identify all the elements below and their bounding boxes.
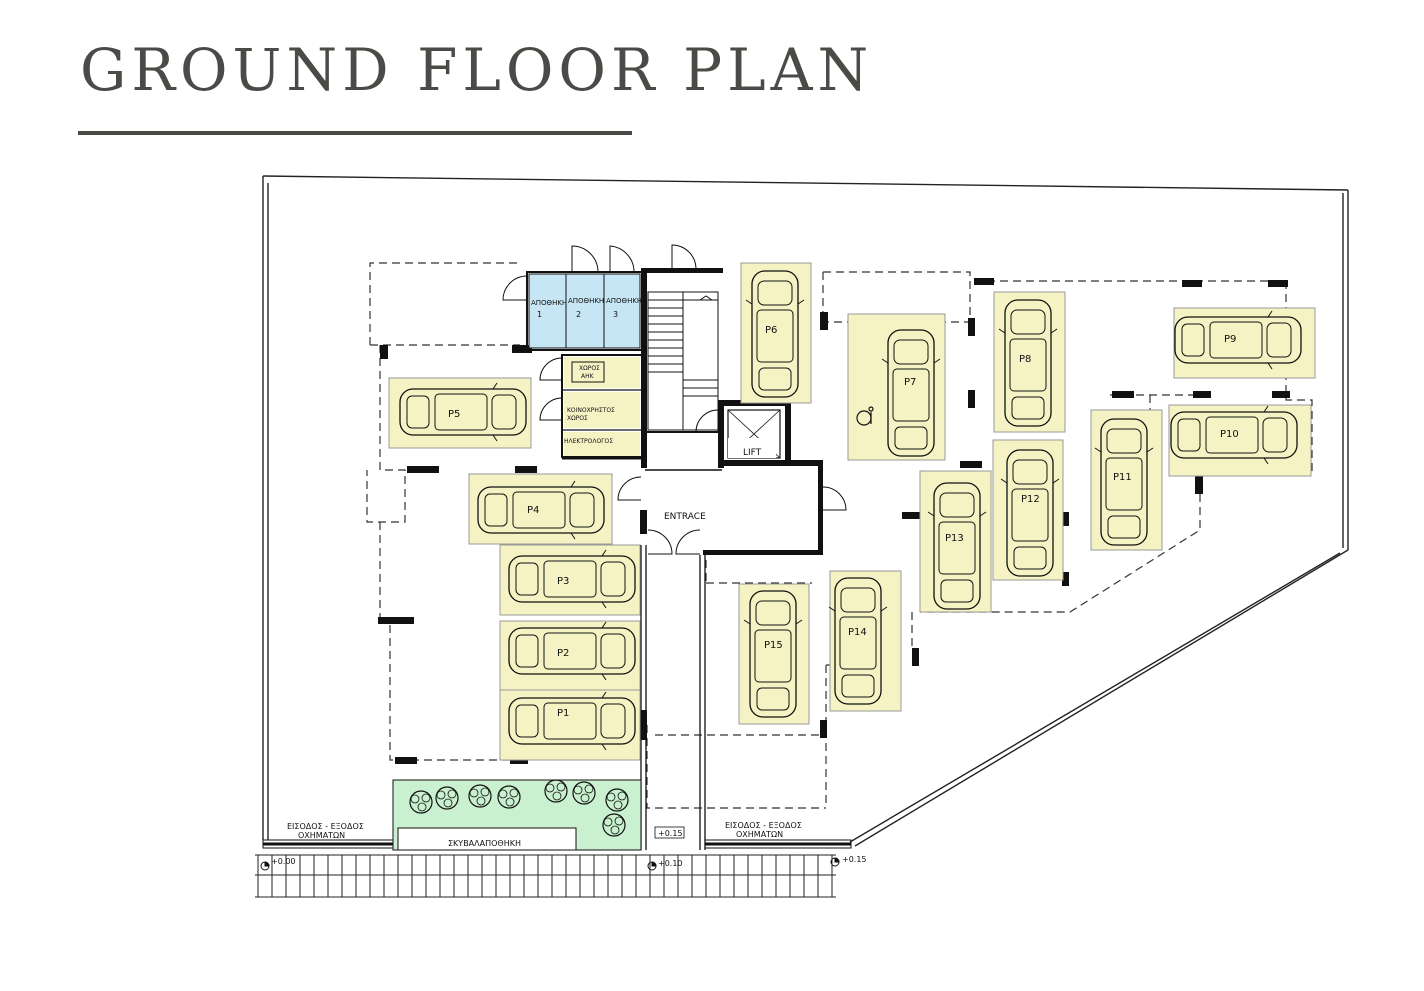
parking-label-p6: P6 [765,325,777,336]
parking-label-p4: P4 [527,505,539,516]
core-walls [526,268,823,850]
lift-label: LIFT [743,448,762,458]
parking-label-p7: P7 [904,377,916,388]
parking-label-p11: P11 [1113,472,1132,483]
xoros-aik-label: ΧΩΡΟΣ [579,365,600,372]
storage-2-label: ΑΠΟΘΗΚΗ [568,297,604,305]
electric-room-label: ΗΛΕΚΤΡΟΛΟΓΟΣ [564,438,613,445]
level-marker-center: +0.15 [658,829,683,838]
storage-3-label: ΑΠΟΘΗΚΗ [606,297,642,305]
parking-label-p13: P13 [945,533,964,544]
level-box [654,826,685,839]
parking-label-p8: P8 [1019,354,1031,365]
level-marker-left: +0.00 [271,857,296,866]
xoros-aik-label-2: ΑΗΚ [581,373,595,380]
page-title: GROUND FLOOR PLAN [80,36,874,104]
parking-spaces [388,262,1316,761]
storage-1-number: 1 [537,310,542,319]
common-space-label-2: ΧΩΡΟΣ [567,415,588,422]
vehicle-exit-left-label-2: ΟΧΗΜΑΤΩΝ [298,831,345,840]
parking-label-p14: P14 [848,627,867,638]
staircase [647,291,719,431]
level-symbols [260,857,840,871]
entrance-label: ENTRACE [664,512,706,522]
storage-3-number: 3 [613,310,618,319]
parking-label-p12: P12 [1021,494,1040,505]
garbage-room [397,827,577,851]
storage-rooms [528,273,641,349]
level-marker-mid: +0.10 [658,859,683,868]
boundary-wall [262,839,852,849]
parking-label-p2: P2 [557,648,569,659]
title-underline [78,131,632,135]
level-marker-right: +0.15 [842,855,867,864]
parking-label-p5: P5 [448,409,460,420]
parking-label-p15: P15 [764,640,783,651]
site-boundary [262,175,1349,847]
parking-label-p1: P1 [557,708,569,719]
lift-shaft [727,409,781,459]
parking-label-p9: P9 [1224,334,1236,345]
vehicle-exit-left-label: ΕΙΣΟΔΟΣ - ΕΞΟΔΟΣ [287,822,364,831]
garbage-room-label: ΣΚΥΒΑΛΑΠΟΘΗΚΗ [448,839,521,848]
service-rooms [564,357,640,456]
door-swings [502,244,847,555]
storage-1-label: ΑΠΟΘΗΚΗ [531,299,567,307]
vehicle-exit-right-label-2: ΟΧΗΜΑΤΩΝ [736,830,783,839]
storage-2-number: 2 [576,310,581,319]
common-space-label: ΚΟΙΝΟΧΡΗΣΤΟΣ [567,407,615,414]
parking-label-p3: P3 [557,576,569,587]
sidewalk-grid [255,854,836,898]
parking-label-p10: P10 [1220,429,1239,440]
wheelchair-icon [856,406,874,426]
vehicle-exit-right-label: ΕΙΣΟΔΟΣ - ΕΞΟΔΟΣ [725,821,802,830]
